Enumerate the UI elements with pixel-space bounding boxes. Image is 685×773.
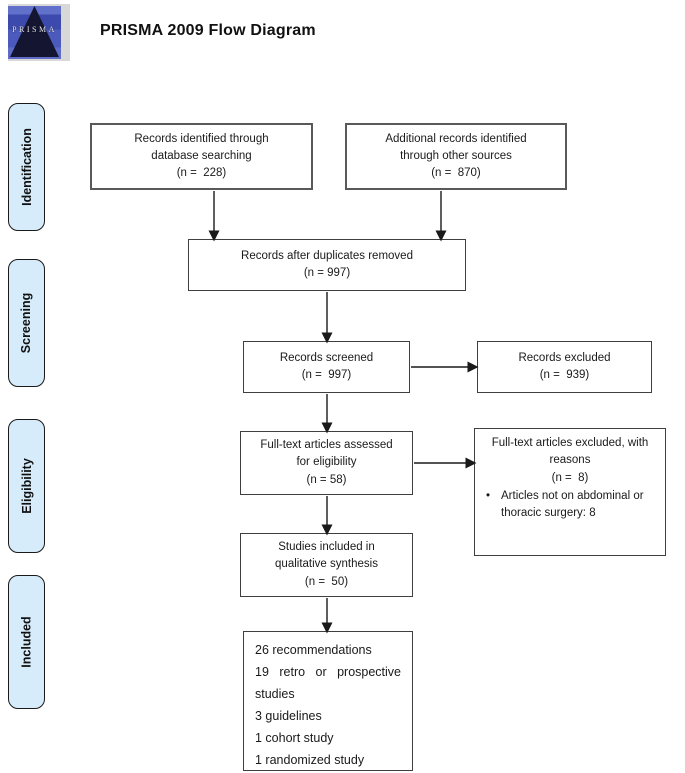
fulltext-excluded-reason-item: • Articles not on abdominal or thoracic … <box>475 488 665 523</box>
included-line: 26 recommendations <box>255 643 372 657</box>
flow-box-records-screened: Records screened (n = 997) <box>243 341 410 393</box>
flow-box-included-studies-breakdown: 26 recommendations 19 retro or prospecti… <box>243 631 413 771</box>
flow-box-fulltext-excluded: Full-text articles excluded, with reason… <box>474 428 666 556</box>
flow-box-qualitative-synthesis: Studies included in qualitative synthesi… <box>240 533 413 597</box>
included-line: 19 retro or prospective studies <box>255 665 401 701</box>
prisma-logo: PRISMA <box>8 4 70 61</box>
page-title: PRISMA 2009 Flow Diagram <box>100 22 316 39</box>
included-line: 1 cohort study <box>255 731 334 745</box>
flow-box-records-other-sources: Additional records identified through ot… <box>345 123 567 190</box>
flow-box-records-database: Records identified through database sear… <box>90 123 313 190</box>
phase-label-text: Eligibility <box>19 458 34 514</box>
phase-label-eligibility: Eligibility <box>8 419 45 553</box>
phase-label-included: Included <box>8 575 45 709</box>
bullet-icon: • <box>485 489 491 502</box>
included-line: 3 guidelines <box>255 709 322 723</box>
flow-box-fulltext-assessed: Full-text articles assessed for eligibil… <box>240 431 413 495</box>
phase-label-text: Identification <box>19 128 34 206</box>
prisma-logo-text: PRISMA <box>12 25 57 34</box>
fulltext-excluded-heading: Full-text articles excluded, with reason… <box>491 437 649 484</box>
phase-label-identification: Identification <box>8 103 45 231</box>
phase-label-text: Screening <box>19 292 34 354</box>
flow-box-records-excluded: Records excluded (n = 939) <box>477 341 652 393</box>
phase-label-screening: Screening <box>8 259 45 387</box>
flow-box-duplicates-removed: Records after duplicates removed (n = 99… <box>188 239 466 291</box>
phase-label-text: Included <box>19 616 34 668</box>
included-line: 1 randomized study <box>255 753 365 767</box>
fulltext-excluded-reason-text: Articles not on abdominal or thoracic su… <box>501 489 644 519</box>
